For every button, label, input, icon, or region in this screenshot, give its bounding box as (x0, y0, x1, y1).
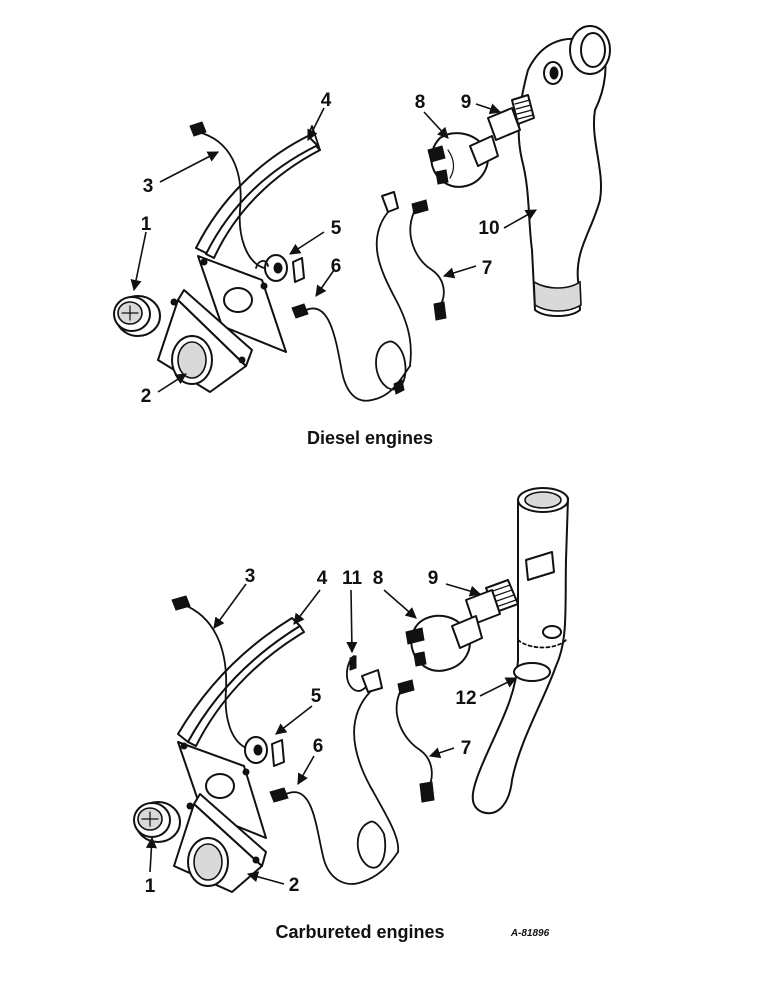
gauge-carb (133, 801, 181, 843)
terminal-clip (346, 655, 383, 693)
callout-carb-7: 7 (461, 738, 472, 759)
sending-unit-carb (405, 614, 483, 672)
callout-diesel-2: 2 (141, 386, 152, 407)
carbureted-section: 1 2 3 4 5 6 7 8 9 11 12 Carbureted engin… (133, 487, 569, 942)
callout-diesel-5: 5 (331, 218, 342, 239)
callout-carb-11: 11 (342, 568, 363, 589)
mounting-panel-carb (177, 617, 305, 747)
gauge-bracket (157, 289, 253, 393)
callout-labels-diesel: 1 2 3 4 5 6 7 8 9 10 (141, 90, 500, 407)
callout-carb-1: 1 (145, 876, 156, 897)
caption-carbureted: Carbureted engines (275, 922, 444, 942)
wire-lead-6-carb (269, 787, 399, 885)
callout-diesel-9: 9 (461, 92, 472, 113)
callout-diesel-4: 4 (321, 90, 332, 111)
wire-lead-6 (291, 303, 411, 402)
gauge (113, 295, 161, 337)
panel-plate-carb (177, 741, 267, 839)
fitting (487, 94, 535, 141)
callout-carb-9: 9 (428, 568, 439, 589)
fitting-carb (465, 579, 519, 625)
intake-elbow-pipe (517, 25, 611, 317)
callout-carb-3: 3 (245, 566, 256, 587)
callout-carb-12: 12 (455, 688, 476, 709)
callout-leaders-diesel (130, 103, 537, 393)
callout-carb-8: 8 (373, 568, 384, 589)
nut-washer (255, 254, 305, 283)
callout-diesel-3: 3 (143, 176, 154, 197)
callout-leaders-carb (145, 583, 518, 885)
wire-lead-3-carb (171, 595, 247, 749)
diesel-section: 1 2 3 4 5 6 7 8 9 10 Diesel engines (113, 25, 611, 448)
panel-plate (197, 255, 287, 353)
nut-washer-carb (244, 736, 285, 767)
callout-diesel-10: 10 (478, 218, 499, 239)
wire-lead-7 (375, 191, 447, 367)
intake-pipe (471, 487, 569, 815)
callout-carb-2: 2 (289, 875, 300, 896)
wire-lead-7-carb (353, 679, 435, 853)
sending-unit (427, 132, 499, 188)
callout-diesel-7: 7 (482, 258, 493, 279)
callout-diesel-8: 8 (415, 92, 426, 113)
callout-diesel-1: 1 (141, 214, 152, 235)
gauge-bracket-carb (173, 793, 267, 893)
callout-carb-4: 4 (317, 568, 328, 589)
figure-reference: A-81896 (510, 928, 550, 939)
callout-carb-5: 5 (311, 686, 322, 707)
callout-labels-carb: 1 2 3 4 5 6 7 8 9 11 12 (145, 566, 477, 897)
wire-lead-3 (189, 121, 265, 269)
callout-diesel-6: 6 (331, 256, 342, 277)
caption-diesel: Diesel engines (307, 428, 433, 448)
callout-carb-6: 6 (313, 736, 324, 757)
mounting-panel (195, 125, 321, 259)
